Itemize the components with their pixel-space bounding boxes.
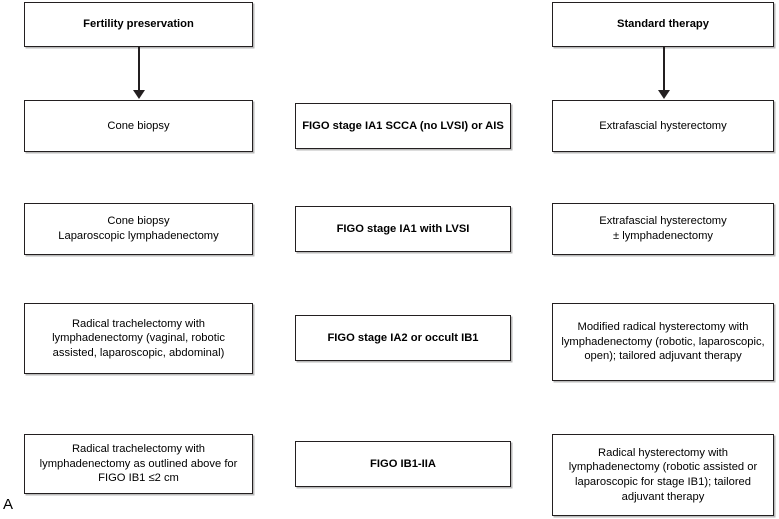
box-label-stage-row-4: FIGO IB1-IIA [370, 457, 436, 470]
box-standard-row-1: Extrafascial hysterectomy [552, 100, 774, 152]
box-label-stage-row-3: FIGO stage IA2 or occult IB1 [327, 331, 479, 344]
header-box-standard-therapy: Standard therapy [552, 2, 774, 47]
box-label-fertility-row-3: Radical trachelectomy with lymphadenecto… [52, 317, 225, 359]
box-fertility-row-4: Radical trachelectomy with lymphadenecto… [24, 434, 253, 494]
box-label-stage-row-1: FIGO stage IA1 SCCA (no LVSI) or AIS [302, 119, 504, 132]
box-fertility-row-3: Radical trachelectomy with lymphadenecto… [24, 303, 253, 374]
box-label-standard-row-4: Radical hysterectomy with lymphadenectom… [568, 446, 758, 503]
box-label-fertility-row-4: Radical trachelectomy with lymphadenecto… [39, 443, 238, 485]
box-standard-row-3: Modified radical hysterectomy with lymph… [552, 303, 774, 381]
header-label-fertility-preservation: Fertility preservation [83, 18, 194, 31]
box-label-standard-row-1: Extrafascial hysterectomy [599, 119, 727, 132]
box-stage-row-2: FIGO stage IA1 with LVSI [295, 206, 511, 252]
box-fertility-row-1: Cone biopsy [24, 100, 253, 152]
box-standard-row-4: Radical hysterectomy with lymphadenectom… [552, 434, 774, 516]
arrow-shaft [663, 47, 665, 90]
box-standard-row-2: Extrafascial hysterectomy± lymphadenecto… [552, 203, 774, 255]
box-label-fertility-row-1: Cone biopsy [107, 119, 170, 132]
arrow-fertility-to-cone-biopsy [132, 47, 146, 99]
header-box-fertility-preservation: Fertility preservation [24, 2, 253, 47]
arrow-head-icon [132, 90, 145, 99]
panel-label: A [3, 496, 14, 513]
box-label-standard-row-3: Modified radical hysterectomy with lymph… [561, 321, 765, 363]
box-label-stage-row-2: FIGO stage IA1 with LVSI [336, 222, 470, 235]
box-stage-row-4: FIGO IB1-IIA [295, 441, 511, 487]
arrow-shaft [138, 47, 140, 90]
arrow-head-icon [657, 90, 670, 99]
box-stage-row-3: FIGO stage IA2 or occult IB1 [295, 315, 511, 361]
header-label-standard-therapy: Standard therapy [616, 18, 709, 31]
box-label-standard-row-2: Extrafascial hysterectomy± lymphadenecto… [599, 215, 727, 242]
box-stage-row-1: FIGO stage IA1 SCCA (no LVSI) or AIS [295, 103, 511, 149]
arrow-standard-to-extrafascial [657, 47, 671, 99]
